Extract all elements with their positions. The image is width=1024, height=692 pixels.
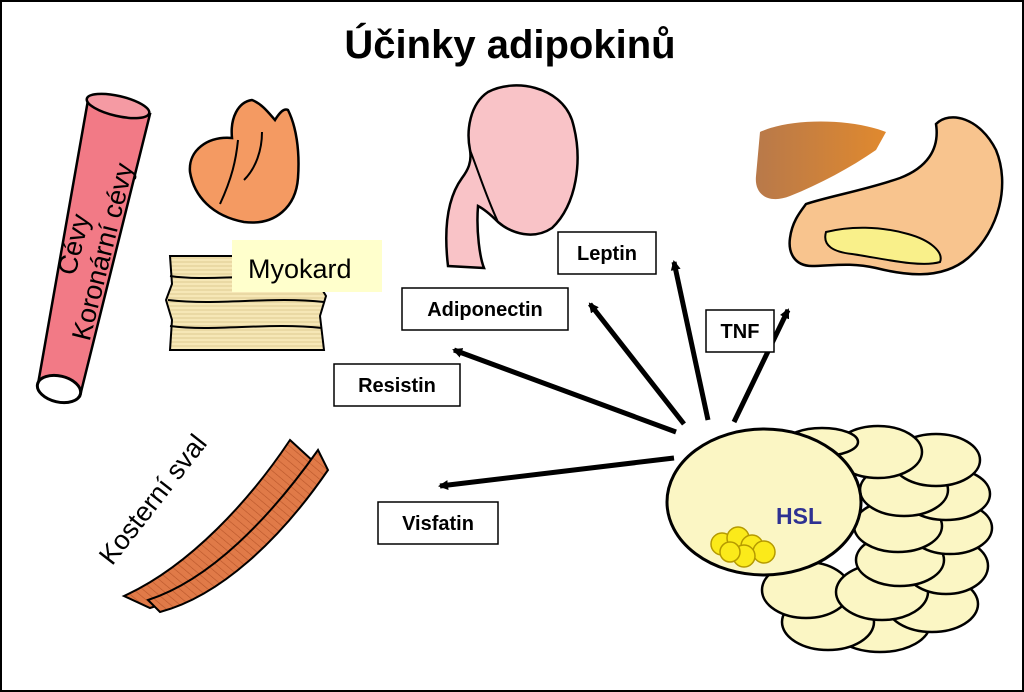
arrow-to-adiponectin <box>588 302 686 426</box>
myocardium-label: Myokard <box>248 254 352 284</box>
adiponectin-label: Adiponectin <box>427 299 543 321</box>
arrow-to-leptin <box>670 260 711 421</box>
adipose-tissue-illustration: HSL <box>665 424 994 654</box>
vessel-illustration: Cévy Koronární cévy <box>35 92 152 405</box>
stomach-illustration <box>788 116 1004 276</box>
diagram-title: Účinky adipokinů <box>344 21 675 67</box>
kidney-illustration <box>444 84 579 270</box>
resistin-label: Resistin <box>358 375 436 397</box>
arrow-to-resistin <box>452 347 677 435</box>
liver-illustration <box>755 121 886 200</box>
secretion-arrows <box>438 260 791 491</box>
adiponectin-box: Adiponectin <box>401 287 569 331</box>
arrow-to-visfatin <box>438 455 675 491</box>
visfatin-label: Visfatin <box>402 513 474 535</box>
skeletal-muscle-illustration: Kosterní sval <box>93 429 330 614</box>
leptin-box: Leptin <box>557 231 657 275</box>
leptin-label: Leptin <box>577 243 637 265</box>
hsl-label: HSL <box>776 503 822 529</box>
heart-illustration <box>188 98 300 224</box>
resistin-box: Resistin <box>333 363 461 407</box>
myocardium-illustration: Myokard <box>164 240 382 351</box>
visfatin-box: Visfatin <box>377 501 499 545</box>
lipid-droplets <box>710 526 776 568</box>
arrow-to-tnf <box>731 308 791 424</box>
tnf-box: TNF <box>705 309 775 353</box>
tnf-label: TNF <box>721 321 760 343</box>
